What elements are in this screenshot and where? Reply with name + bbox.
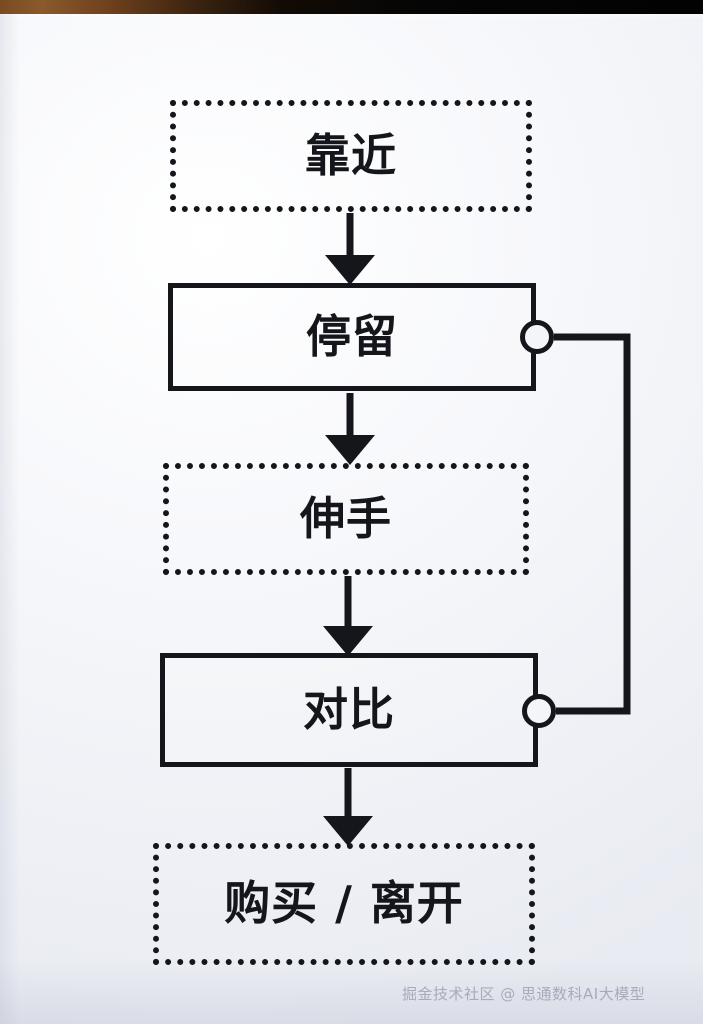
flow-node-buy-or-leave[interactable]: 购买 / 离开 [153, 843, 535, 965]
watermark-text: 掘金技术社区 @ 思通数科AI大模型 [402, 985, 646, 1003]
flow-node-reach[interactable]: 伸手 [163, 463, 529, 575]
arrow-approach-to-linger [325, 213, 375, 285]
paper-sheet [0, 14, 703, 1024]
flow-node-buy-or-leave-label: 购买 / 离开 [224, 876, 464, 930]
connector-circle-compare[interactable] [522, 694, 556, 728]
arrow-linger-to-reach [325, 393, 375, 465]
flow-node-approach-label: 靠近 [305, 128, 397, 182]
flow-node-compare[interactable]: 对比 [160, 653, 538, 767]
flow-node-linger[interactable]: 停留 [168, 283, 536, 391]
flow-node-compare-label: 对比 [303, 682, 395, 736]
flow-node-reach-label: 伸手 [300, 491, 392, 545]
flow-node-approach[interactable]: 靠近 [170, 100, 532, 212]
paper-left-shading [0, 14, 20, 1024]
arrow-reach-to-compare [323, 576, 373, 656]
arrow-compare-to-buy [323, 768, 373, 846]
feedback-loop-path [554, 333, 631, 715]
connector-circle-linger[interactable] [520, 320, 554, 354]
paper-bottom-shading [0, 960, 703, 1024]
flow-node-linger-label: 停留 [306, 309, 398, 363]
